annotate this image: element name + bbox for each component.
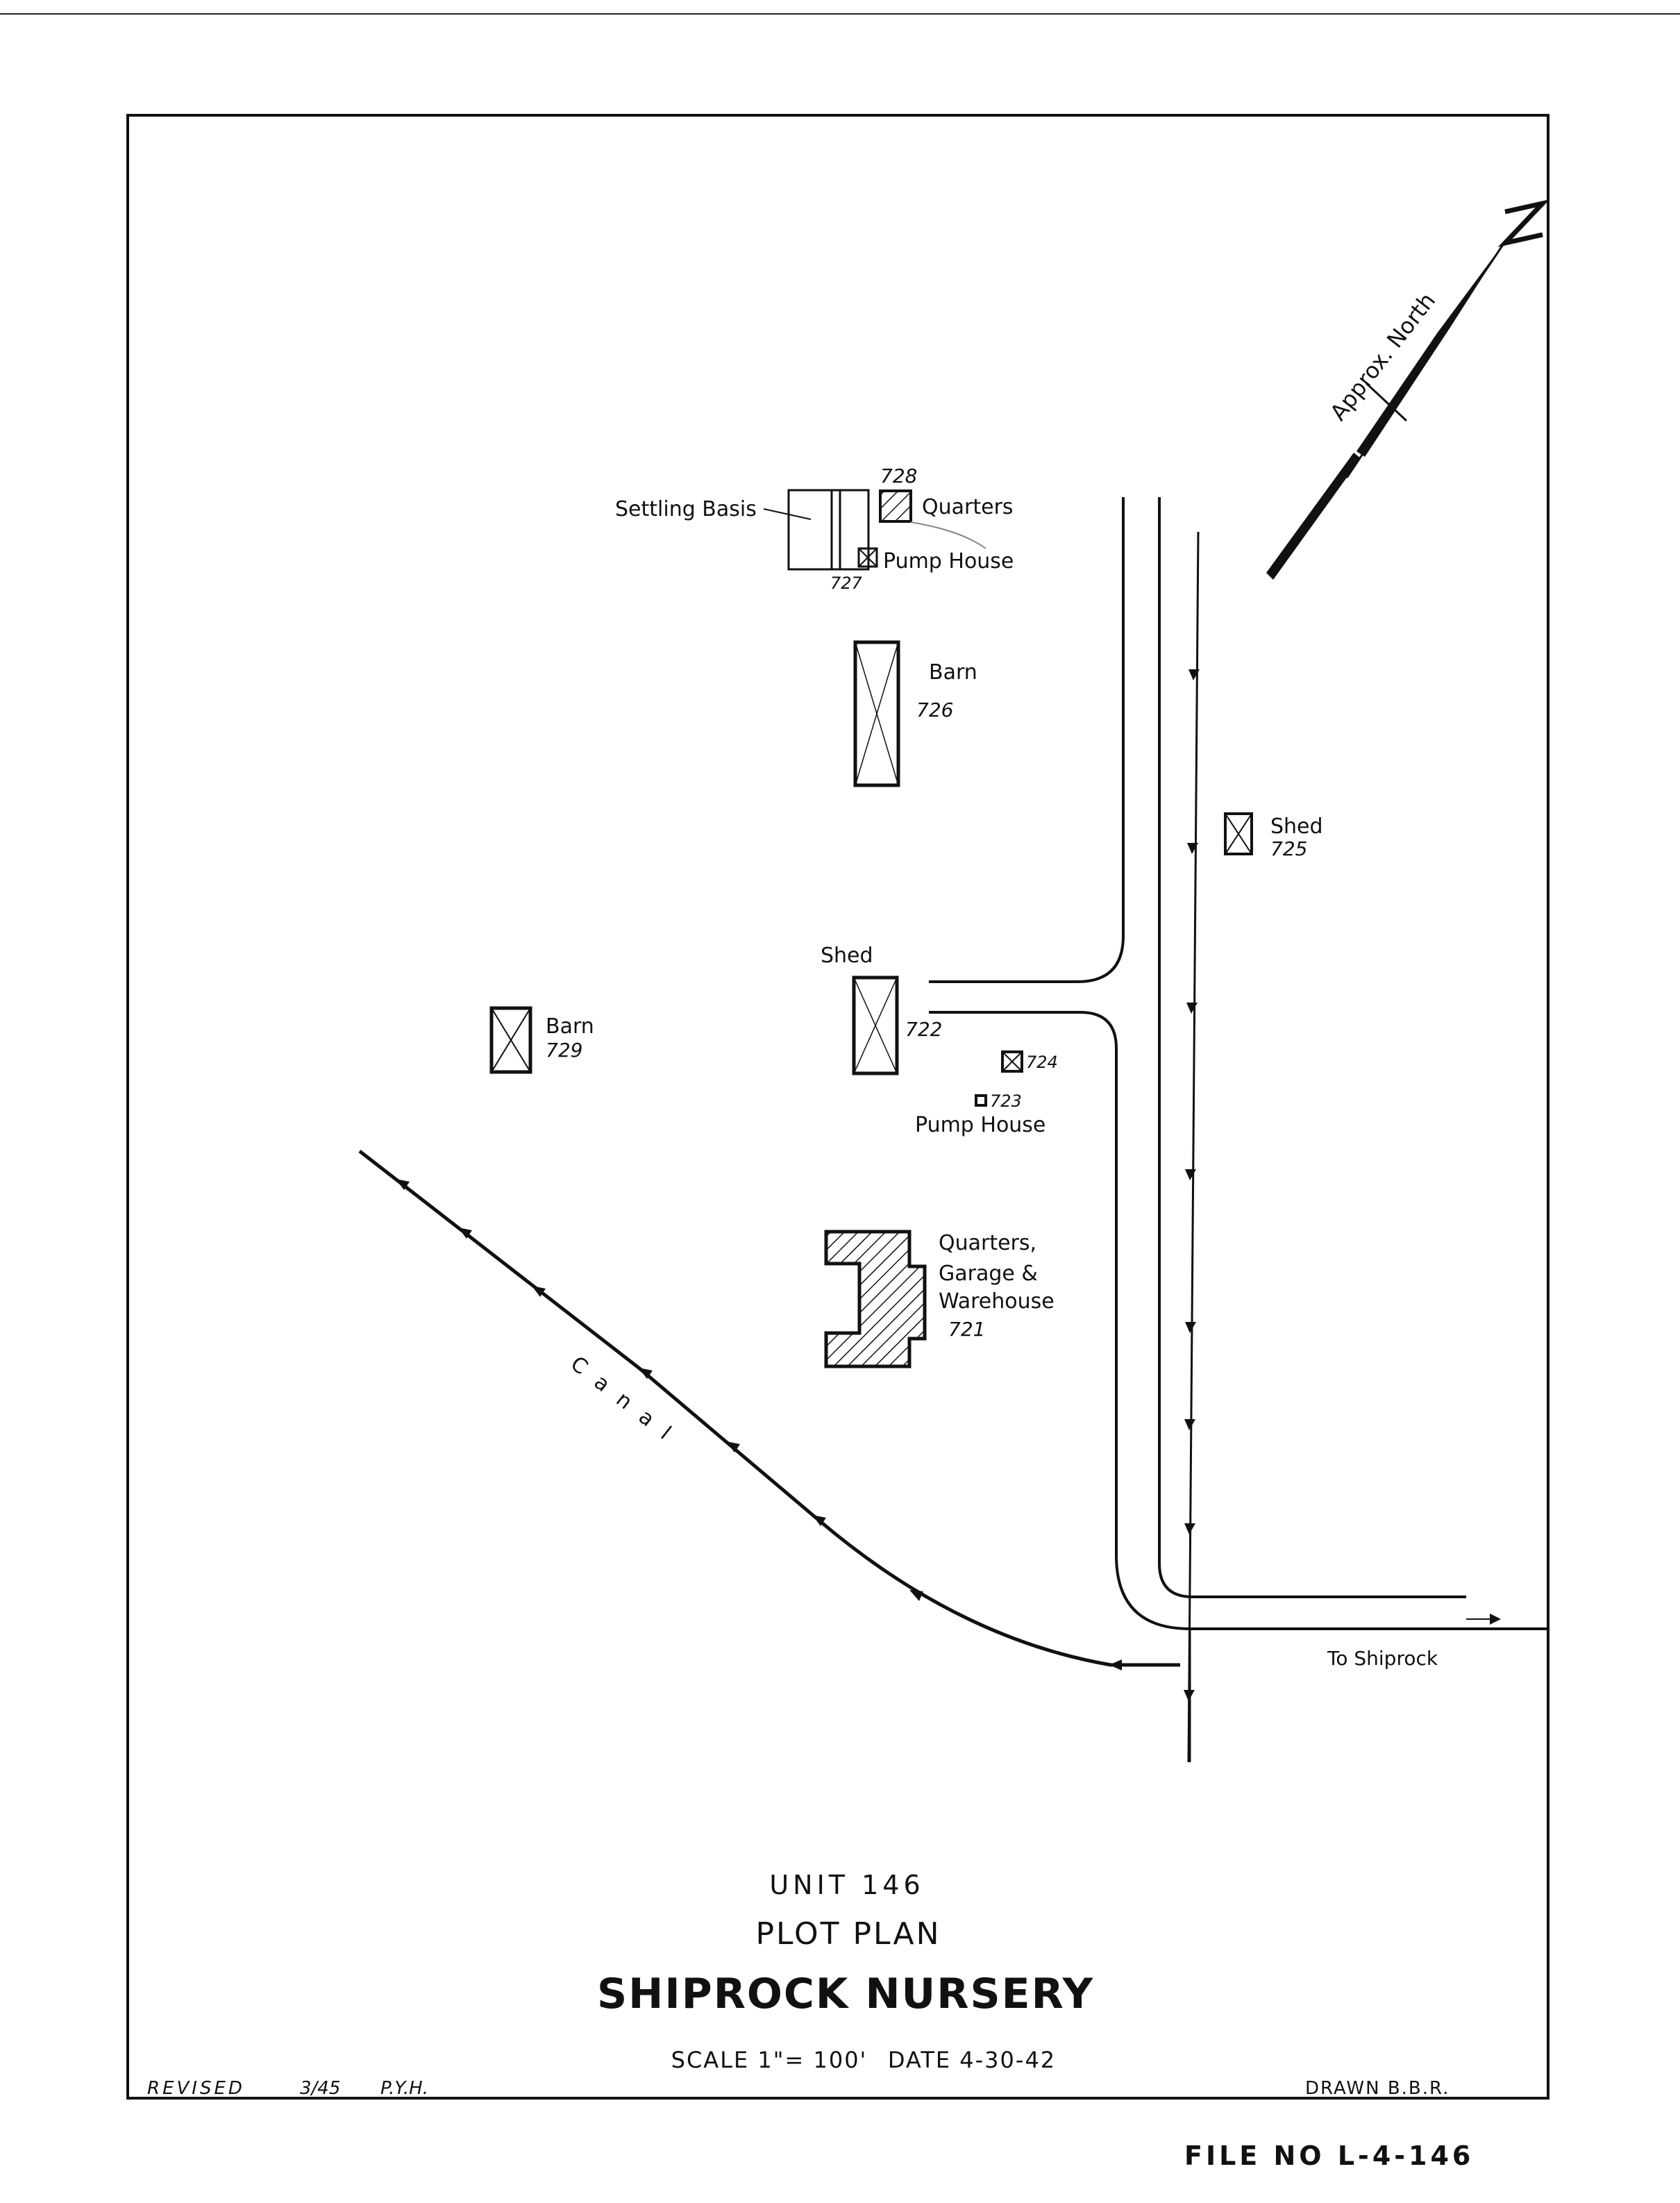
building-number-724: 724 — [1026, 1053, 1058, 1072]
ditch-flow-arrow-icon — [1184, 669, 1501, 1701]
settling-basis-label: Settling Basis — [615, 497, 757, 521]
qgw-label-line3: Warehouse — [939, 1289, 1055, 1314]
pump-house-727-label: Pump House — [883, 549, 1014, 573]
leader-line — [763, 508, 812, 520]
to-shiprock-label: To Shiprock — [1327, 1647, 1438, 1670]
building-number-722: 722 — [905, 1018, 942, 1041]
building-724 — [1001, 1050, 1023, 1073]
qgw-label-line2: Garage & — [939, 1262, 1038, 1286]
barn-726-label: Barn — [929, 660, 977, 685]
faint-mark — [910, 521, 986, 549]
settling-basin — [787, 489, 870, 571]
building-728-quarters — [879, 489, 912, 523]
building-number-728: 728 — [880, 464, 917, 487]
building-727-pump-house — [857, 547, 878, 568]
nursery-name-title: SHIPROCK NURSERY — [597, 1970, 1094, 2018]
building-726-barn — [853, 640, 900, 787]
revised-date: 3/45 — [300, 2078, 340, 2099]
building-number-729: 729 — [546, 1039, 582, 1062]
quarters-728-label: Quarters — [922, 495, 1014, 519]
building-number-727: 727 — [830, 573, 863, 593]
building-number-721: 721 — [948, 1318, 985, 1341]
canal-flow-arrow-icon — [396, 1179, 1122, 1670]
pump-house-723-label: Pump House — [915, 1113, 1045, 1137]
building-number-723: 723 — [990, 1091, 1022, 1111]
irrigation-ditch — [1187, 531, 1200, 1763]
building-721-quarters-garage-warehouse — [824, 1230, 927, 1368]
building-number-726: 726 — [916, 698, 953, 721]
qgw-label-line1: Quarters, — [939, 1231, 1036, 1255]
drawing-border — [126, 114, 1549, 2100]
building-723-pump-house — [975, 1094, 987, 1107]
revised-label: REVISED — [147, 2078, 245, 2099]
unit-number: UNIT 146 — [769, 1870, 924, 1900]
shed-722-label: Shed — [821, 944, 873, 968]
revised-by: P.Y.H. — [380, 2078, 428, 2099]
date-note: DATE 4-30-42 — [888, 2047, 1056, 2073]
drawn-by: DRAWN B.B.R. — [1305, 2078, 1450, 2099]
building-722-shed — [852, 975, 899, 1075]
north-arrow-icon — [1266, 199, 1550, 580]
building-725-shed — [1224, 812, 1253, 855]
canal-line — [358, 1150, 1180, 1667]
building-729-barn — [489, 1006, 532, 1074]
scale-note: SCALE 1"= 100' — [671, 2047, 868, 2073]
canal-label: Canal — [566, 1352, 687, 1455]
file-number: FILE NO L-4-146 — [1184, 2141, 1474, 2171]
shed-725-label: Shed — [1270, 814, 1323, 839]
barn-729-label: Barn — [546, 1014, 594, 1039]
building-number-725: 725 — [1270, 837, 1307, 860]
plot-plan-title: PLOT PLAN — [755, 1916, 941, 1952]
